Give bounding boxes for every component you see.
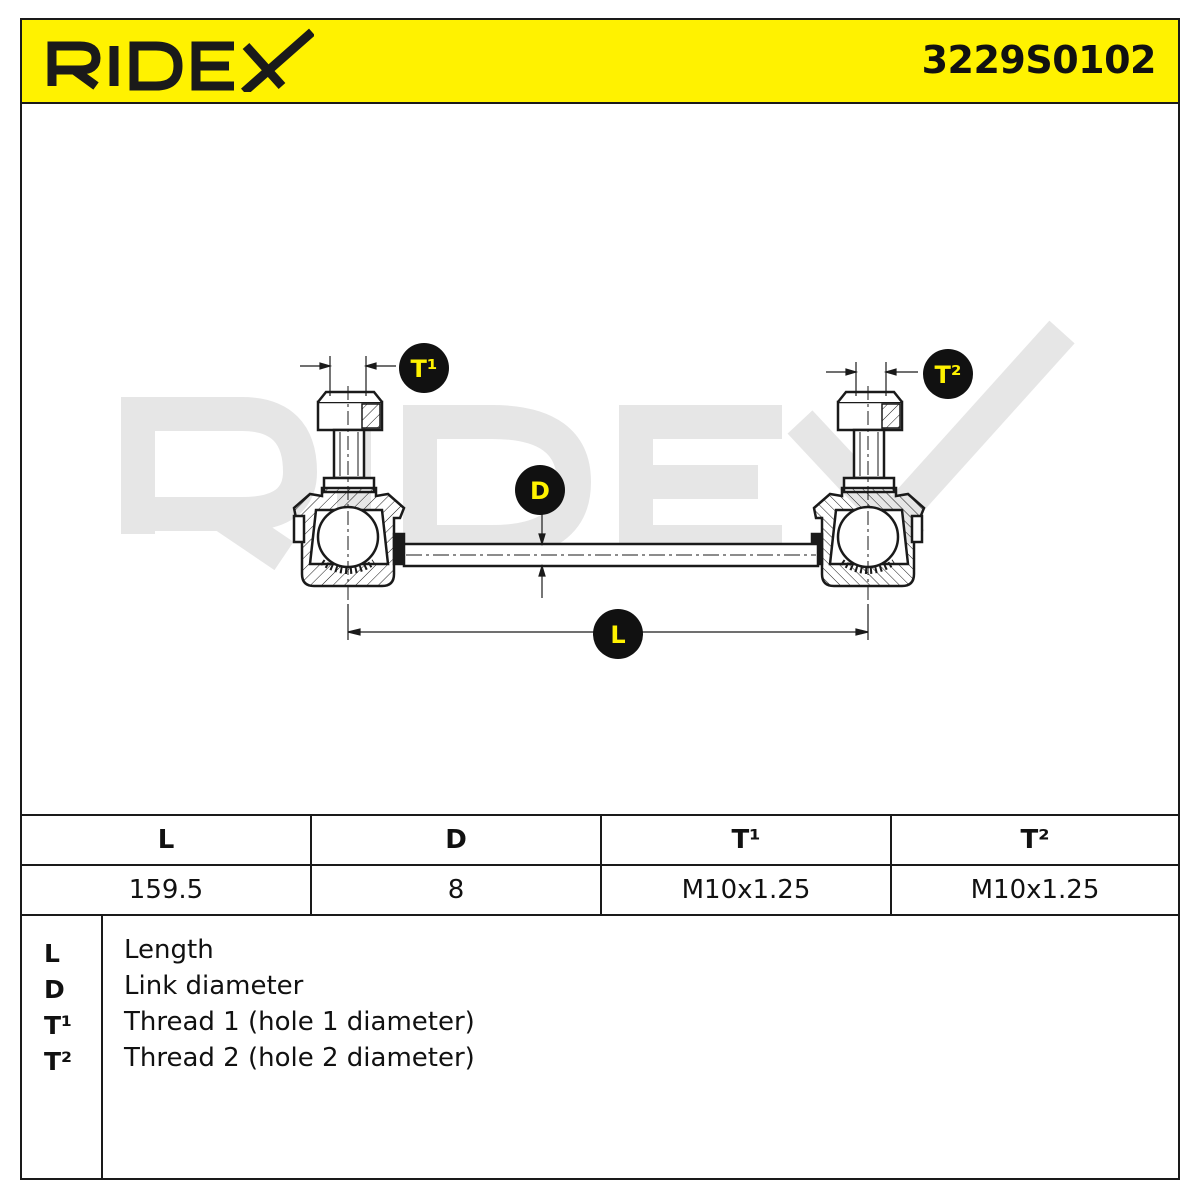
part-number: 3229S0102 — [921, 38, 1157, 82]
link-rod — [402, 542, 820, 568]
svg-text:L: L — [610, 621, 625, 649]
left-ball-joint — [292, 386, 406, 604]
d-callout: D — [515, 465, 565, 515]
dimension-t1 — [300, 356, 396, 396]
t2-callout: T² — [923, 349, 973, 399]
legend-description: Thread 2 (hole 2 diameter) — [124, 1043, 475, 1073]
value-t2: M10x1.25 — [970, 875, 1100, 905]
spec-table-value-row: 159.5 8 M10x1.25 M10x1.25 — [22, 866, 1178, 914]
spec-table: L D T¹ T² 159.5 8 M10x1.25 M10x1.25 — [22, 814, 1178, 916]
header-l: L — [22, 816, 312, 864]
legend-symbol: T¹ — [44, 1011, 73, 1040]
legend-symbol: L — [44, 939, 60, 968]
header-t2: T² — [1020, 825, 1050, 855]
legend-divider — [101, 914, 103, 1178]
svg-text:D: D — [530, 477, 550, 505]
right-ball-joint — [810, 386, 926, 604]
dimension-t2 — [826, 362, 918, 396]
brand-logo — [44, 28, 315, 96]
spec-table-header-row: L D T¹ T² — [22, 816, 1178, 866]
legend-symbol: T² — [44, 1047, 73, 1076]
legend-description: Length — [124, 935, 214, 965]
svg-text:T²: T² — [935, 361, 962, 389]
legend-description: Link diameter — [124, 971, 304, 1001]
value-t1: M10x1.25 — [602, 866, 892, 914]
t1-callout: T¹ — [399, 343, 449, 393]
stabilizer-link-diagram: T¹ T² — [121, 320, 1075, 659]
value-d: 8 — [312, 866, 602, 914]
l-callout: L — [593, 609, 643, 659]
watermark-logo-icon — [121, 320, 1075, 571]
legend-symbols: L D T¹ T² — [44, 936, 72, 1080]
legend-descriptions: Length Link diameter Thread 1 (hole 1 di… — [124, 932, 475, 1076]
technical-drawing: T¹ T² — [22, 104, 1178, 814]
header-t1: T¹ — [602, 816, 892, 864]
ridex-logo-icon — [47, 28, 315, 96]
spec-sheet: 3229S0102 — [20, 18, 1180, 1180]
value-l: 159.5 — [22, 866, 312, 914]
legend: L D T¹ T² Length Link diameter Thread 1 … — [22, 914, 1178, 1178]
header-d: D — [312, 816, 602, 864]
legend-symbol: D — [44, 975, 65, 1004]
header-banner: 3229S0102 — [22, 20, 1178, 104]
legend-description: Thread 1 (hole 1 diameter) — [124, 1007, 475, 1037]
dimension-d — [538, 514, 546, 598]
svg-text:T¹: T¹ — [411, 355, 438, 383]
